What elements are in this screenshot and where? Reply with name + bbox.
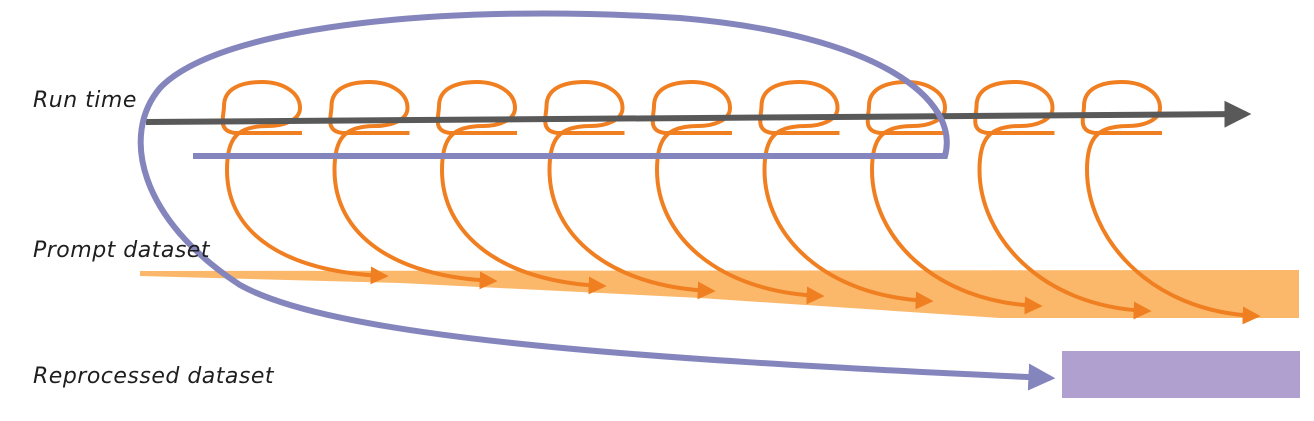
reprocessed-dataset-label: Reprocessed dataset — [33, 364, 275, 389]
run-time-label: Run time — [33, 88, 137, 113]
prompt-loop-9 — [1080, 79, 1261, 325]
prompt-dataset-label: Prompt dataset — [33, 238, 210, 263]
prompt-loop-4 — [543, 79, 716, 300]
prompt-loop-2 — [328, 79, 498, 290]
prompt-loop-6 — [758, 79, 934, 310]
prompt-loop-7 — [865, 79, 1043, 315]
run-time-arrow — [145, 100, 1252, 128]
prompt-loops-group — [220, 79, 1261, 325]
prompt-loop-5 — [650, 79, 825, 305]
prompt-loop-1 — [220, 79, 389, 285]
reprocessed-dataset-block — [1062, 351, 1300, 398]
prompt-dataset-band — [140, 270, 1299, 318]
prompt-loop-3 — [435, 79, 607, 295]
prompt-loop-8 — [973, 79, 1152, 320]
reprocessing-loop-arrow — [137, 10, 1056, 391]
